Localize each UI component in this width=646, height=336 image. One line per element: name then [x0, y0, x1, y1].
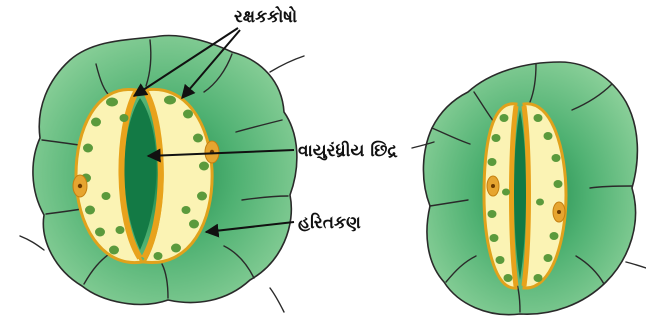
guard-cells-label: રક્ષકકોષો	[234, 5, 297, 27]
chloroplast-label: હરિતકણ	[298, 212, 361, 233]
stomatal-pore-label: વાયુરંધ્રીય છિદ્ર	[298, 140, 398, 161]
closed-stoma	[412, 62, 646, 315]
